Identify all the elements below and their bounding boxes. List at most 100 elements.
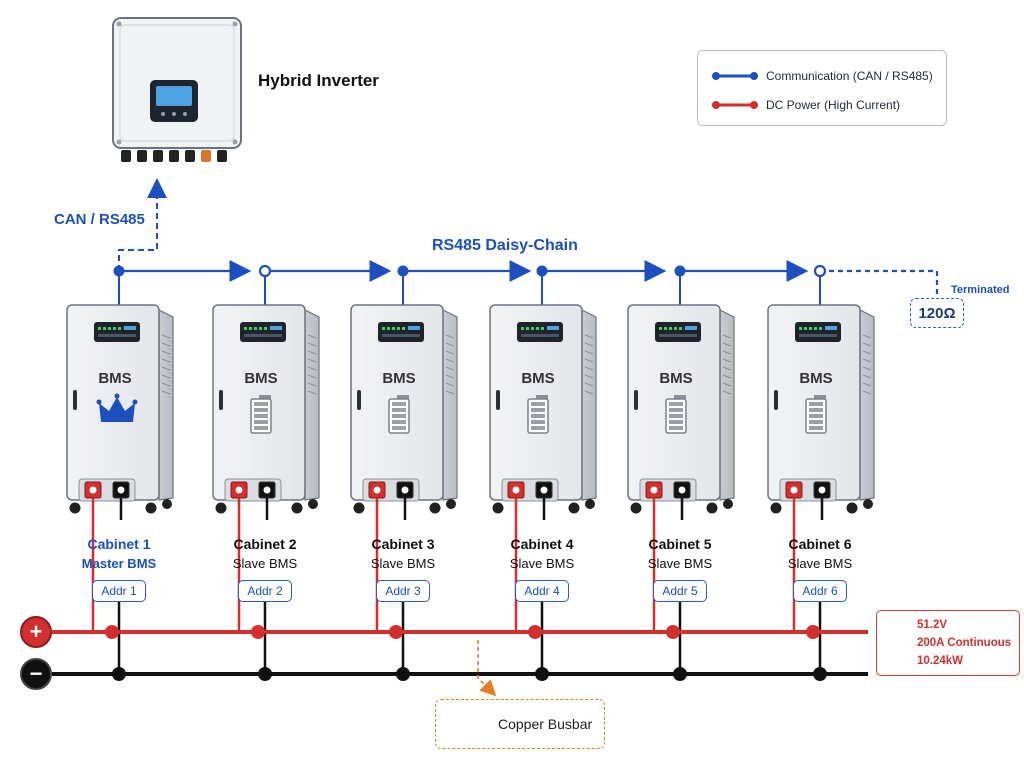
bms-label: BMS xyxy=(799,370,832,387)
chain-node xyxy=(258,264,272,278)
wheel xyxy=(162,499,172,509)
panel-readout xyxy=(270,326,282,330)
status-led xyxy=(814,327,817,330)
post-bolt xyxy=(790,486,798,494)
vent-slot xyxy=(722,374,732,379)
vent-slot xyxy=(161,390,171,395)
wheel xyxy=(308,499,318,509)
busbar-label: Copper Busbar xyxy=(498,716,593,732)
legend-label: Communication (CAN / RS485) xyxy=(766,69,933,83)
bms-label: BMS xyxy=(521,370,554,387)
inverter-title: Hybrid Inverter xyxy=(258,71,379,90)
vent-slot xyxy=(722,358,732,363)
battery-icon xyxy=(665,395,687,434)
cabinet-role: Slave BMS xyxy=(787,556,853,571)
address-badge: Addr 6 xyxy=(793,580,847,602)
wheel xyxy=(630,502,642,514)
post-bolt xyxy=(818,486,826,494)
address-badge: Addr 2 xyxy=(238,580,292,602)
vent-slot xyxy=(722,382,732,387)
address-badge: Addr 4 xyxy=(515,580,569,602)
cabinet-3: BMS xyxy=(350,265,458,681)
vent-slot xyxy=(722,366,732,371)
post-bolt xyxy=(678,486,686,494)
vent-slot xyxy=(584,358,594,363)
vent-slot xyxy=(161,366,171,371)
wheel xyxy=(446,499,456,509)
vent-slot xyxy=(307,334,317,339)
cabinet-title: Cabinet 2 xyxy=(233,536,297,552)
inverter-connectors xyxy=(121,150,227,162)
cabinet-role: Master BMS xyxy=(81,556,157,571)
cabinet-title: Cabinet 4 xyxy=(510,536,574,552)
bms-label: BMS xyxy=(244,370,277,387)
vent-slot xyxy=(862,382,872,387)
panel-readout xyxy=(408,326,420,330)
vent-slot xyxy=(862,366,872,371)
wheel xyxy=(215,502,227,514)
wheel xyxy=(492,502,504,514)
panel-bar xyxy=(244,334,282,337)
cabinet-role: Slave BMS xyxy=(647,556,713,571)
inverter-comm-link xyxy=(118,178,167,271)
door-handle xyxy=(357,390,361,410)
vent-slot xyxy=(161,350,171,355)
panel-bar xyxy=(521,334,559,337)
vent-slot xyxy=(584,382,594,387)
status-led xyxy=(526,327,529,330)
door-handle xyxy=(73,390,77,410)
wheel xyxy=(145,502,157,514)
legend-item-power: DC Power (High Current) xyxy=(710,95,900,115)
vent-slot xyxy=(161,374,171,379)
vent-slot xyxy=(722,350,732,355)
wheel xyxy=(723,499,733,509)
vent-slot xyxy=(307,342,317,347)
vent-slot xyxy=(722,334,732,339)
vent-slot xyxy=(862,334,872,339)
status-led xyxy=(392,327,395,330)
post-bolt xyxy=(263,486,271,494)
hybrid-inverter xyxy=(112,17,242,162)
battery-icon xyxy=(250,395,272,434)
cabinet-title: Cabinet 1 xyxy=(87,536,151,552)
cabinet-role: Slave BMS xyxy=(370,556,436,571)
cabinet-5: BMS xyxy=(627,265,735,681)
vent-slot xyxy=(161,382,171,387)
panel-readout xyxy=(547,326,559,330)
battery-icon xyxy=(805,395,827,434)
cabinet-role: Slave BMS xyxy=(509,556,575,571)
status-led xyxy=(659,327,662,330)
post-bolt xyxy=(117,486,125,494)
status-led xyxy=(804,327,807,330)
wheel xyxy=(568,502,580,514)
bms-panel xyxy=(240,322,286,342)
status-led xyxy=(679,327,682,330)
status-led xyxy=(264,327,267,330)
status-led xyxy=(397,327,400,330)
status-led xyxy=(118,327,121,330)
vent-slot xyxy=(445,342,455,347)
bms-label: BMS xyxy=(659,370,692,387)
vent-slot xyxy=(862,374,872,379)
cabinet-title: Cabinet 3 xyxy=(371,536,435,552)
negative-terminal: − xyxy=(20,658,52,690)
status-led xyxy=(103,327,106,330)
battery-icon xyxy=(388,395,410,434)
legend-label: DC Power (High Current) xyxy=(766,98,901,112)
vent-slot xyxy=(445,334,455,339)
cabinet-side xyxy=(719,309,735,501)
chain-node xyxy=(813,264,827,278)
bms-panel xyxy=(378,322,424,342)
status-led xyxy=(113,327,116,330)
vent-slot xyxy=(307,390,317,395)
spec-voltage: 51.2V xyxy=(917,619,948,631)
status-led xyxy=(259,327,262,330)
vent-slot xyxy=(584,374,594,379)
bms-panel xyxy=(517,322,563,342)
status-led xyxy=(244,327,247,330)
vent-slot xyxy=(445,358,455,363)
status-led xyxy=(799,327,802,330)
terminator-link xyxy=(820,269,939,298)
vent-slot xyxy=(445,382,455,387)
